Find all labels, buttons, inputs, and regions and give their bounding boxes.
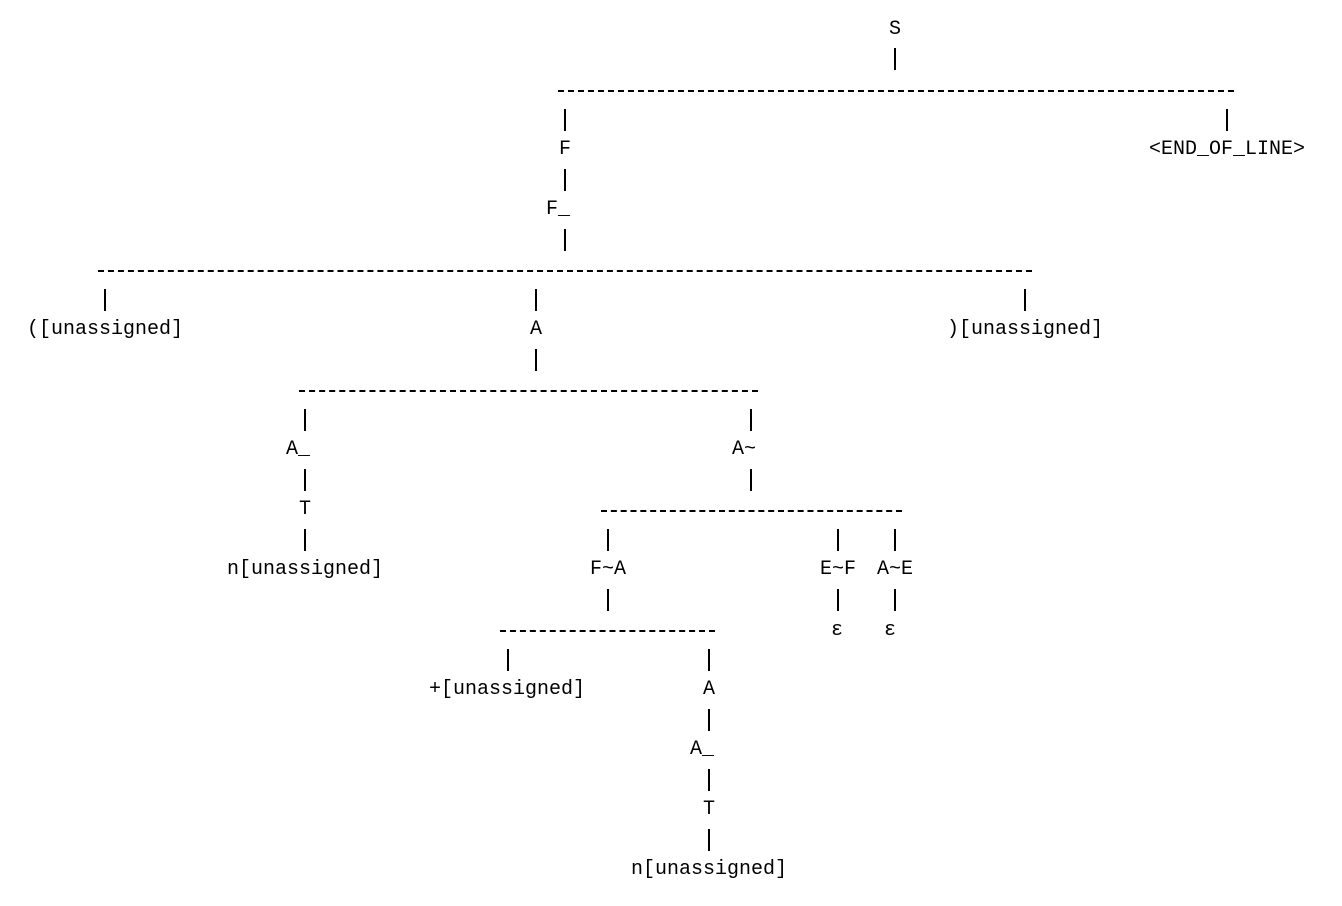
node-a_-inner: A_ bbox=[689, 738, 715, 761]
node-a_-left: A_ bbox=[285, 438, 311, 461]
node-plus: +[unassigned] bbox=[428, 678, 586, 701]
node-f: F bbox=[558, 138, 572, 161]
connector-a_-up bbox=[304, 409, 306, 431]
connector-atilde-up bbox=[750, 409, 752, 431]
connector-plus-up bbox=[507, 649, 509, 671]
node-rparen: )[unassigned] bbox=[946, 318, 1104, 341]
connector-etf-down bbox=[837, 589, 839, 611]
node-t-left: T bbox=[298, 498, 312, 521]
branch-line-s bbox=[558, 90, 1234, 92]
connector-atilde-down bbox=[750, 469, 752, 491]
node-a-inner: A bbox=[702, 678, 716, 701]
branch-line-atilde bbox=[601, 510, 902, 512]
connector-s-down bbox=[894, 48, 896, 70]
branch-line-f_ bbox=[98, 270, 1032, 272]
node-n-left: n[unassigned] bbox=[226, 558, 384, 581]
connector-a-down bbox=[535, 349, 537, 371]
node-end-of-line: <END_OF_LINE> bbox=[1148, 138, 1306, 161]
node-epsilon-2: ε bbox=[883, 619, 897, 642]
node-a-tilde-e: A~E bbox=[876, 558, 914, 581]
connector-ate-up bbox=[894, 529, 896, 551]
connector-ainner-down bbox=[708, 709, 710, 731]
connector-f_-down bbox=[564, 229, 566, 251]
connector-t-down bbox=[304, 529, 306, 551]
connector-a_-down bbox=[304, 469, 306, 491]
connector-f-down bbox=[564, 169, 566, 191]
node-t-inner: T bbox=[702, 798, 716, 821]
node-epsilon-1: ε bbox=[830, 619, 844, 642]
connector-eol-up bbox=[1226, 109, 1228, 131]
connector-lparen-up bbox=[104, 289, 106, 311]
node-atilde: A~ bbox=[731, 438, 757, 461]
connector-a-up bbox=[535, 289, 537, 311]
connector-tinner-down bbox=[708, 829, 710, 851]
connector-etf-up bbox=[837, 529, 839, 551]
node-lparen: ([unassigned] bbox=[26, 318, 184, 341]
connector-fta-down bbox=[607, 589, 609, 611]
connector-rparen-up bbox=[1024, 289, 1026, 311]
connector-fta-up bbox=[607, 529, 609, 551]
connector-ainner-up bbox=[708, 649, 710, 671]
connector-f-up bbox=[564, 109, 566, 131]
node-n-inner: n[unassigned] bbox=[630, 858, 788, 881]
node-a: A bbox=[529, 318, 543, 341]
branch-line-fta bbox=[500, 630, 715, 632]
node-f-tilde-a: F~A bbox=[589, 558, 627, 581]
node-f_: F_ bbox=[545, 198, 571, 221]
branch-line-a bbox=[299, 390, 758, 392]
node-s: S bbox=[888, 18, 902, 41]
node-e-tilde-f: E~F bbox=[819, 558, 857, 581]
connector-ainner_-down bbox=[708, 769, 710, 791]
connector-ate-down bbox=[894, 589, 896, 611]
